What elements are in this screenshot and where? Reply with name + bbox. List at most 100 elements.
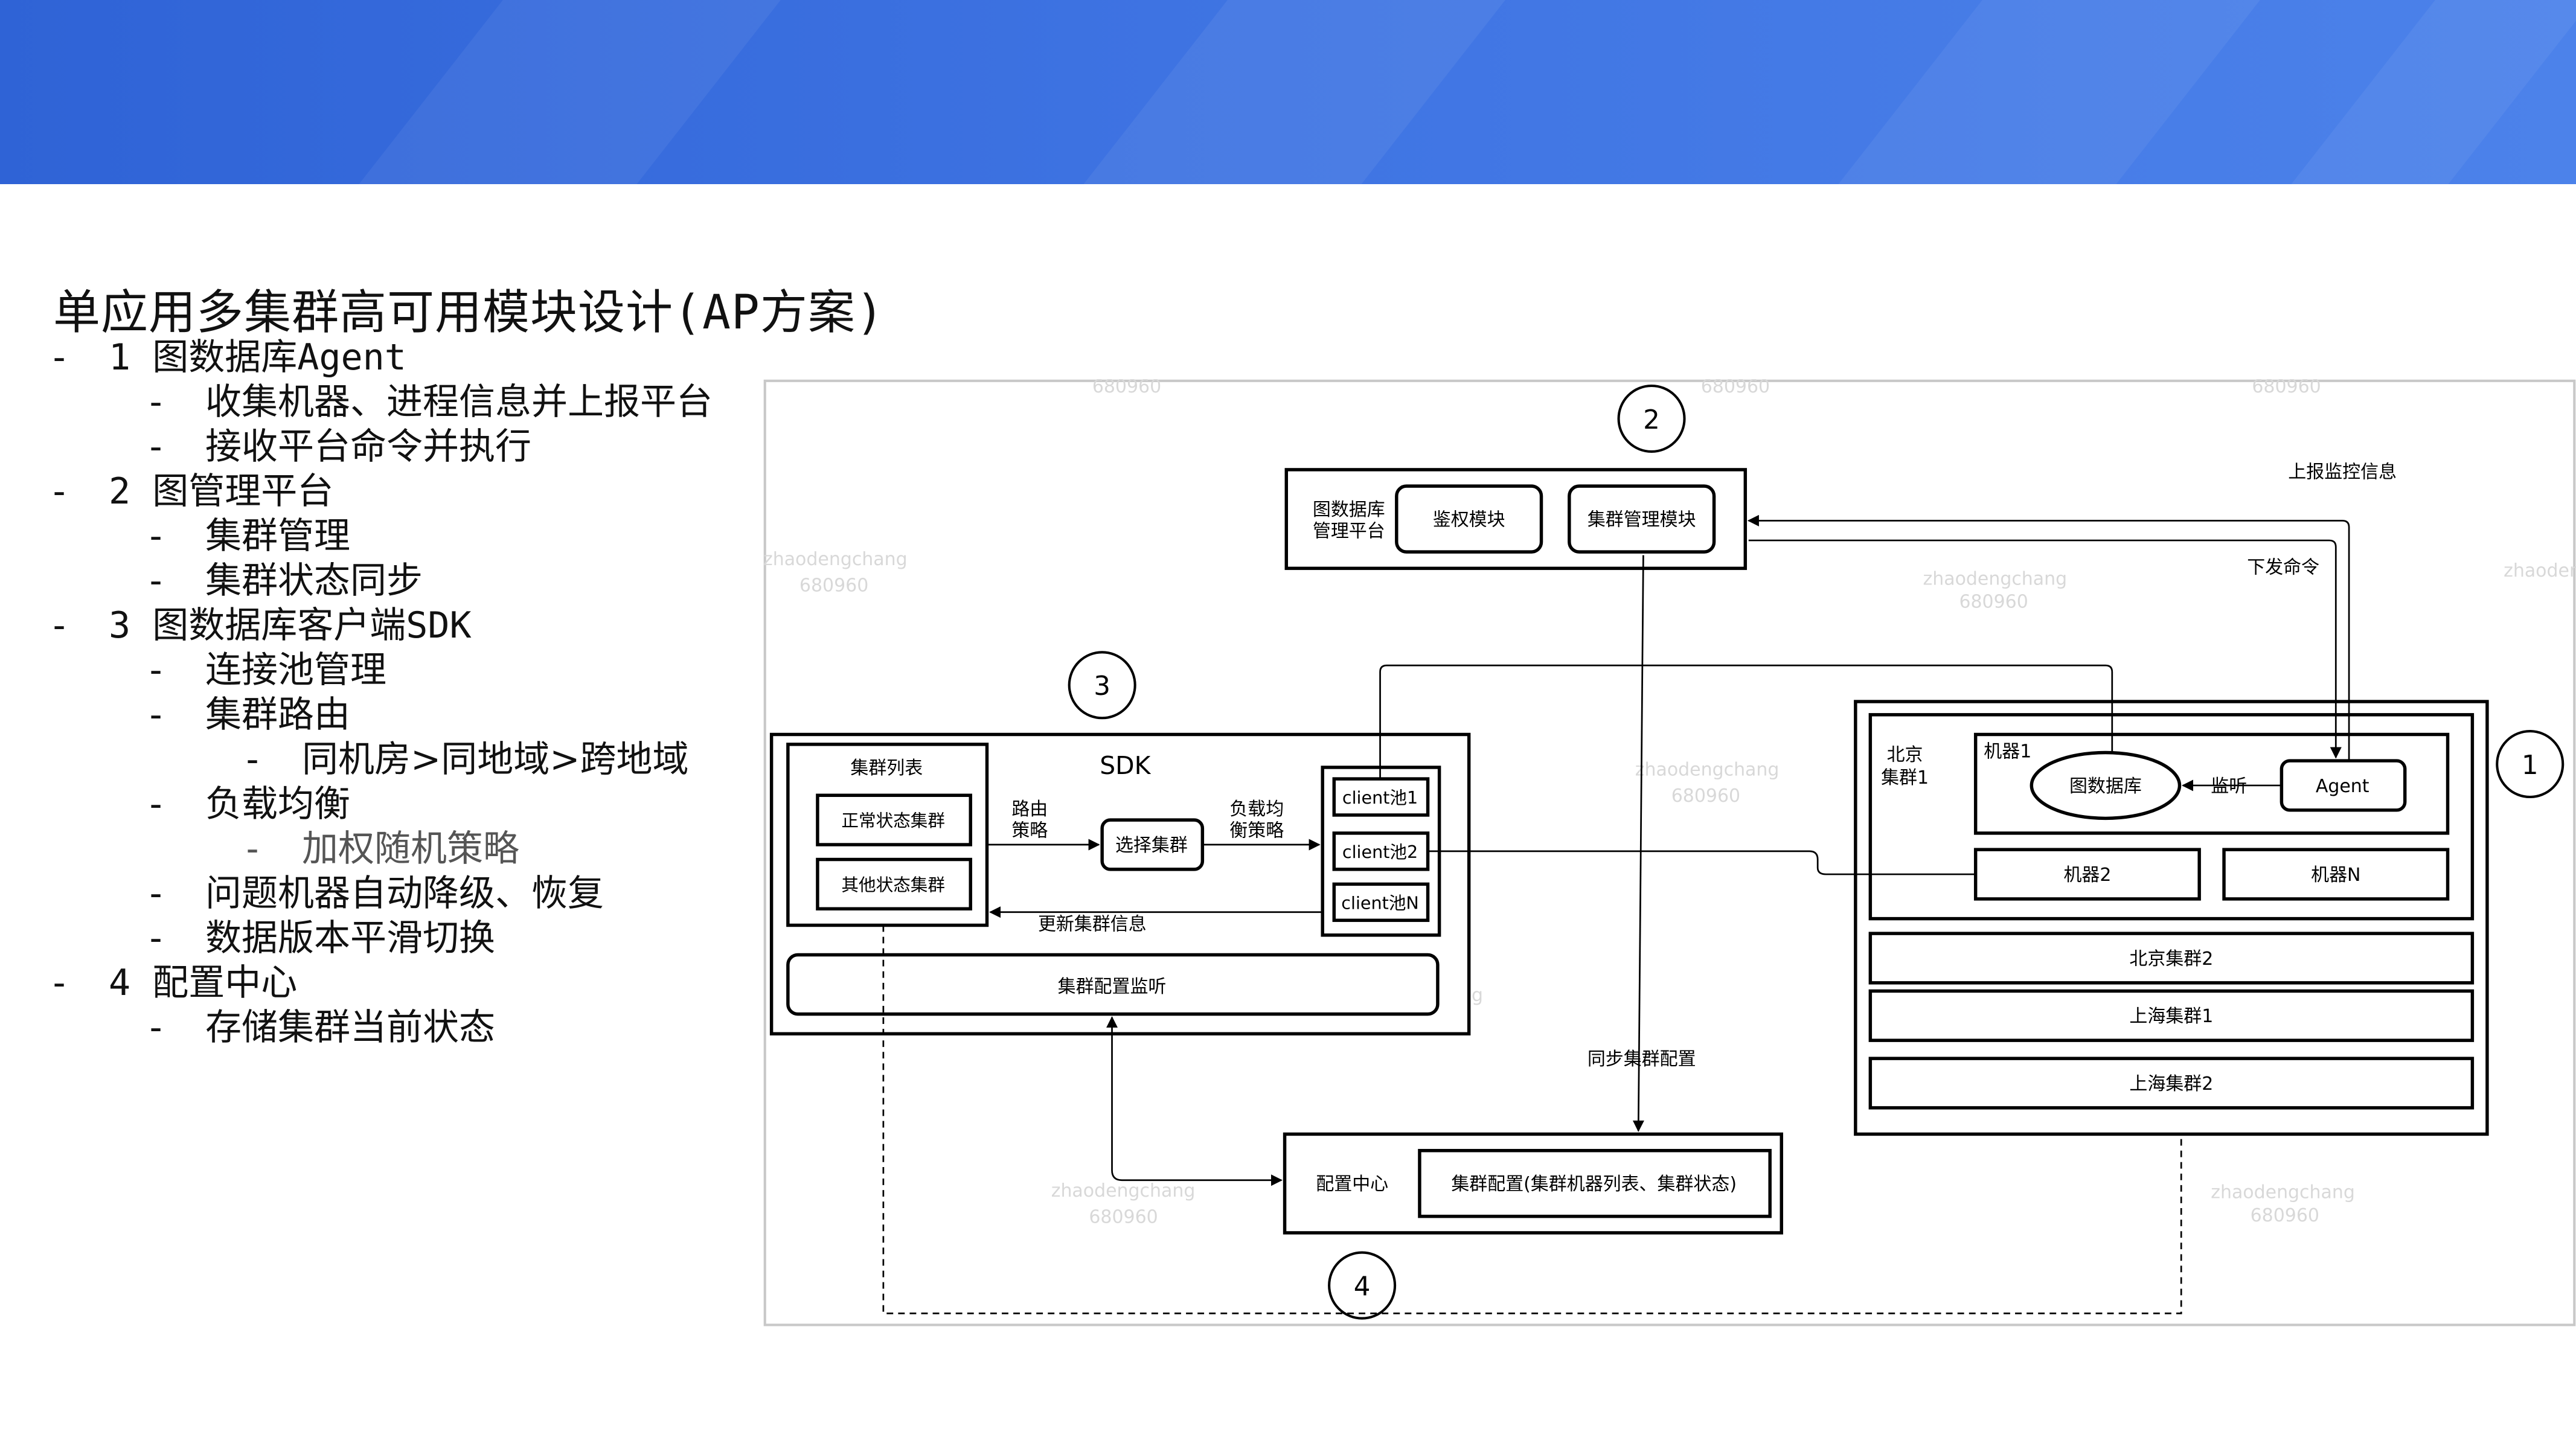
connector-lines: [1106, 514, 2350, 1186]
header-band: [0, 0, 2576, 184]
machine-1-label: 机器1: [1984, 741, 2031, 763]
beijing-cluster-1-label: 北京: [1887, 744, 1923, 766]
platform-label: 图数据库: [1313, 499, 1385, 520]
svg-text:client池N: client池N: [1341, 892, 1419, 913]
sdk-title: SDK: [1100, 751, 1151, 780]
outline-subitem: -存储集群当前状态: [145, 1006, 495, 1049]
shanghai-cluster-1: [1868, 989, 2475, 1042]
watermark-id: 680960: [2252, 379, 2321, 397]
update-info-label: 更新集群信息: [1038, 914, 1147, 935]
slide-title-suffix: (AP方案): [673, 286, 885, 340]
outline-list: -1 图数据库Agent -收集机器、进程信息并上报平台 -接收平台命令并执行 …: [48, 335, 713, 1050]
beijing-cluster-2: [1868, 932, 2475, 985]
watermark-name: zhaodengchang: [2211, 1182, 2355, 1203]
watermark-id: 680960: [2251, 1205, 2319, 1226]
platform-label: 管理平台: [1313, 521, 1385, 542]
svg-text:其他状态集群: 其他状态集群: [841, 874, 945, 895]
outline-subitem: -收集机器、进程信息并上报平台: [145, 381, 713, 423]
svg-text:Agent: Agent: [2316, 776, 2369, 797]
outline-subitem: -问题机器自动降级、恢复: [145, 872, 604, 915]
shanghai-cluster-2: [1868, 1057, 2475, 1110]
config-center: 配置中心 集群配置(集群机器列表、集群状态): [1283, 1132, 1783, 1235]
svg-text:集群配置监听: 集群配置监听: [1058, 976, 1167, 997]
management-platform: 图数据库 管理平台 鉴权模块 集群管理模块: [1284, 468, 1748, 571]
cluster-list-label: 集群列表: [850, 758, 923, 779]
header-decoration: [2255, 0, 2576, 184]
other-clusters-box: [816, 857, 972, 910]
client-pool-n: [1332, 882, 1430, 923]
svg-text:client池1: client池1: [1342, 787, 1418, 808]
clusters-group: 北京 集群1 机器1 图数据库 Agent 监听 机器2 机器N 北京集群2 上…: [1854, 700, 2489, 1136]
badge-3: 3: [1068, 651, 1136, 720]
header-decoration: [1048, 0, 1525, 184]
svg-text:3: 3: [1094, 671, 1110, 702]
svg-text:4: 4: [1354, 1271, 1371, 1302]
svg-text:上海集群1: 上海集群1: [2129, 1006, 2213, 1027]
outline-subitem: -负载均衡: [145, 783, 350, 825]
lb-strategy-label: 衡策略: [1229, 820, 1284, 841]
normal-clusters-box: [816, 793, 972, 846]
svg-text:上海集群2: 上海集群2: [2129, 1073, 2213, 1095]
cluster-management-module: [1568, 484, 1716, 554]
header-decoration: [323, 0, 800, 184]
outline-subitem: -连接池管理: [145, 649, 386, 691]
watermark-name: zhaodengchang: [2504, 560, 2576, 581]
sdk-arrows: [987, 839, 1323, 918]
beijing-cluster-1-label: 集群1: [1881, 767, 1929, 788]
slide-title-main: 单应用多集群高可用模块设计: [53, 286, 674, 339]
watermark-name: zhaodengchang: [1635, 760, 1780, 781]
outline-item-config-center: -4 配置中心: [48, 962, 298, 1004]
route-strategy-label: 策略: [1011, 820, 1048, 841]
watermark-name: zhaodengchang: [1051, 1180, 1196, 1201]
svg-text:1: 1: [2522, 750, 2539, 781]
outline-subitem: -集群路由: [145, 694, 350, 736]
svg-text:集群配置(集群机器列表、集群状态): 集群配置(集群机器列表、集群状态): [1451, 1174, 1737, 1195]
outline-subsubitem: -同机房>同地域>跨地域: [242, 738, 689, 781]
sdk-box: SDK 集群列表 正常状态集群 其他状态集群 路由 策略 选择集群 负载均 衡策…: [769, 732, 1471, 1036]
svg-text:北京集群2: 北京集群2: [2129, 948, 2213, 970]
outline-subitem: -接收平台命令并执行: [145, 426, 531, 468]
svg-text:client池2: client池2: [1342, 842, 1418, 862]
lb-strategy-label: 负载均: [1229, 799, 1284, 820]
config-listener-box: [786, 953, 1440, 1016]
auth-module: [1395, 484, 1543, 554]
watermark-id: 680960: [1701, 379, 1770, 397]
outline-subitem: -数据版本平滑切换: [145, 917, 495, 959]
svg-text:2: 2: [1643, 405, 1660, 435]
watermark-name: zhaodengchang: [1923, 569, 2068, 590]
monitor-label: 监听: [2211, 776, 2247, 797]
badge-4: 4: [1328, 1251, 1397, 1320]
svg-text:机器N: 机器N: [2311, 865, 2360, 886]
agent-node: [2280, 759, 2407, 812]
outline-subitem: -集群管理: [145, 515, 350, 557]
watermark-id: 680960: [1089, 1207, 1158, 1228]
svg-text:选择集群: 选择集群: [1115, 835, 1188, 856]
watermark-name: zhaodengchang: [763, 549, 908, 570]
report-monitor-label: 上报监控信息: [2288, 462, 2397, 483]
outline-subsubitem: -加权随机策略: [242, 828, 519, 870]
outline-item-platform: -2 图管理平台: [48, 470, 334, 513]
route-strategy-label: 路由: [1011, 799, 1048, 820]
cluster-management-module-label: 集群管理模块: [1588, 510, 1696, 531]
architecture-diagram: 680960 680960 680960 zhaodengchang 68096…: [763, 379, 2576, 1326]
cluster-config-box: [1418, 1148, 1772, 1218]
watermark-id: 680960: [1671, 785, 1740, 807]
badge-2: 2: [1617, 384, 1686, 453]
watermark-id: 680960: [1092, 379, 1161, 397]
watermark-id: 680960: [799, 575, 868, 597]
badge-1: 1: [2496, 730, 2565, 799]
watermark-id: 680960: [1959, 592, 2028, 613]
outline-item-agent: -1 图数据库Agent: [48, 336, 406, 379]
send-command-label: 下发命令: [2247, 557, 2319, 578]
svg-text:机器2: 机器2: [2063, 865, 2111, 886]
svg-text:图数据库: 图数据库: [2069, 776, 2142, 797]
config-center-label: 配置中心: [1316, 1174, 1388, 1195]
machine-n: [2222, 848, 2450, 901]
header-decoration: [1802, 0, 2280, 184]
graph-db-node: [2030, 750, 2182, 820]
auth-module-label: 鉴权模块: [1433, 510, 1505, 531]
sync-config-label: 同步集群配置: [1588, 1049, 1696, 1070]
outline-item-sdk: -3 图数据库客户端SDK: [48, 604, 472, 647]
client-pool-1: [1332, 777, 1430, 817]
svg-text:正常状态集群: 正常状态集群: [841, 810, 945, 831]
